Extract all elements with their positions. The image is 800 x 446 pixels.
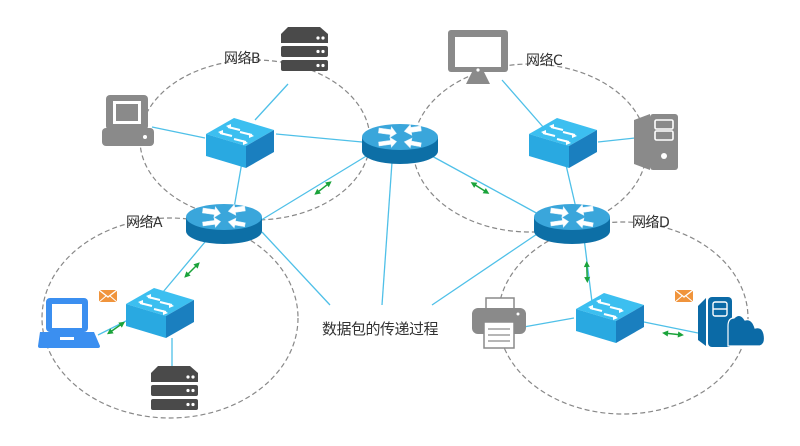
cloud-storage-icon[interactable] <box>698 297 766 347</box>
network-d-label: 网络D <box>632 215 670 231</box>
link-routera-switcha <box>157 235 211 299</box>
link-routerd-switchd <box>583 237 593 303</box>
diagram-caption: 数据包的传递过程 <box>322 320 439 338</box>
router-d-icon[interactable] <box>533 202 611 245</box>
link-switchb-desktop <box>151 126 206 139</box>
network-a-boundary <box>41 217 299 419</box>
envelope-icon-d <box>674 289 694 303</box>
link-monitor-switchc <box>501 79 545 129</box>
link-switchd-cloud <box>643 321 699 334</box>
core-router-icon[interactable] <box>361 122 439 165</box>
server-b-icon[interactable] <box>281 27 328 71</box>
link-core-caption <box>381 161 393 306</box>
network-c-label: 网络C <box>526 53 563 69</box>
router-a-icon[interactable] <box>185 202 263 245</box>
link-switchc-routerd <box>565 164 577 209</box>
laptop-icon[interactable] <box>38 298 100 348</box>
link-switchb-core <box>275 133 363 143</box>
bidirectional-arrow-icon-1 <box>311 178 335 198</box>
network-a-label: 网络A <box>126 215 163 231</box>
link-routera-caption <box>261 231 331 306</box>
link-switchb-routera <box>233 161 243 209</box>
desktop-computer-icon[interactable] <box>102 95 154 146</box>
link-switchd-printer <box>517 317 575 329</box>
link-switchc-tower <box>597 137 636 143</box>
switch-b-icon[interactable] <box>205 117 275 169</box>
bidirectional-arrow-icon-3 <box>181 259 203 281</box>
envelope-icon-a <box>98 289 118 303</box>
link-routera-core <box>257 154 369 223</box>
printer-icon[interactable] <box>472 297 526 349</box>
switch-a-icon[interactable] <box>125 287 195 339</box>
bidirectional-arrow-icon-6 <box>660 329 686 339</box>
link-switchb-serverb <box>254 83 289 121</box>
switch-c-icon[interactable] <box>528 117 598 169</box>
tower-pc-icon[interactable] <box>634 114 678 170</box>
switch-d-icon[interactable] <box>575 292 645 344</box>
server-a-icon[interactable] <box>151 366 198 410</box>
network-b-label: 网络B <box>224 51 261 67</box>
link-core-routerd <box>429 154 541 216</box>
link-routerd-caption <box>431 231 541 306</box>
monitor-icon[interactable] <box>448 30 508 84</box>
